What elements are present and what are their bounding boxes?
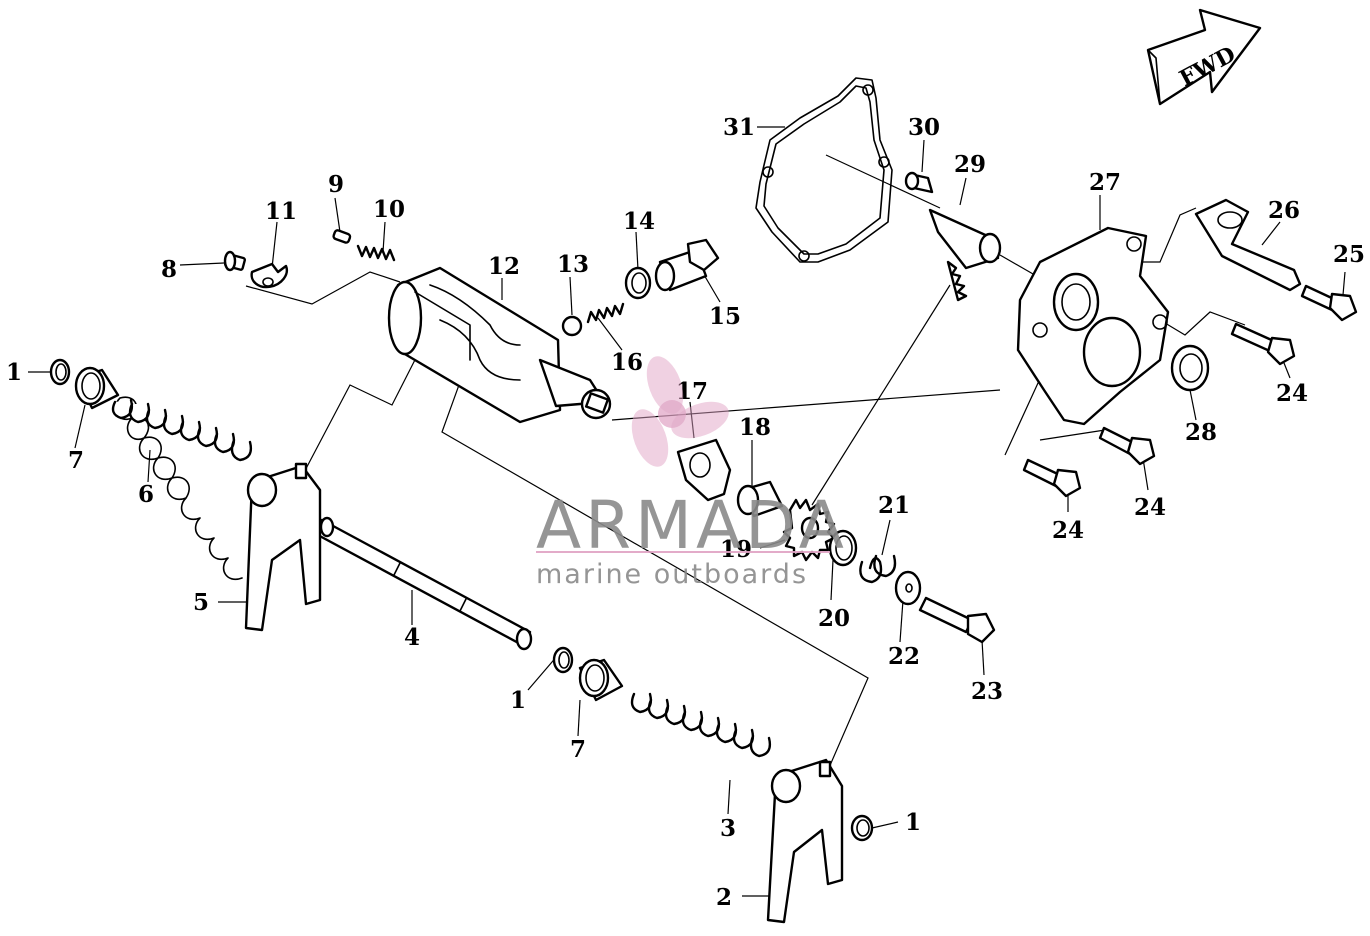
callout-26: 26 <box>1268 197 1300 224</box>
callout-31: 31 <box>723 114 755 141</box>
leader-lines <box>28 126 1346 897</box>
spring-16-part <box>586 302 625 324</box>
callout-1: 1 <box>510 687 526 714</box>
bolt-25-part <box>1300 284 1358 322</box>
callout-3: 3 <box>720 815 736 842</box>
callout-15: 15 <box>709 303 741 330</box>
callout-9: 9 <box>328 171 344 198</box>
bolt-24a-part <box>1230 322 1296 366</box>
washer-20-part <box>828 529 858 567</box>
washer-14-part <box>624 266 652 300</box>
callout-24: 24 <box>1052 517 1084 544</box>
ball-part <box>561 315 583 337</box>
callout-7: 7 <box>68 447 84 474</box>
oil-seal-part <box>1170 344 1210 392</box>
shift-shaft-part <box>928 208 1002 302</box>
bushing-left-part <box>74 366 120 410</box>
shift-lever-part <box>1194 198 1302 292</box>
callout-13: 13 <box>557 251 589 278</box>
brand-watermark: ARMADA marine outboards <box>536 356 844 590</box>
spring-left-coils <box>111 398 253 462</box>
fork-shaft-part <box>312 516 533 651</box>
washer-22-part <box>894 570 922 606</box>
callout-25: 25 <box>1333 241 1365 268</box>
callout-6: 6 <box>138 481 154 508</box>
callout-23: 23 <box>971 678 1003 705</box>
callout-24: 24 <box>1276 380 1308 407</box>
callout-numbers: 1 1 1 2 3 4 5 6 7 7 8 9 10 11 12 13 14 1… <box>6 114 1365 911</box>
callout-4: 4 <box>404 624 420 651</box>
callout-30: 30 <box>908 114 940 141</box>
callout-16: 16 <box>611 349 643 376</box>
collar-18-part <box>736 480 784 518</box>
shift-fork-right-part <box>766 758 844 924</box>
callout-29: 29 <box>954 151 986 178</box>
pin-part <box>332 229 352 244</box>
propeller-logo <box>631 356 729 467</box>
callout-2: 2 <box>716 884 732 911</box>
callout-10: 10 <box>373 196 405 223</box>
bushing-middle-part <box>578 658 624 702</box>
callout-20: 20 <box>818 605 850 632</box>
spring-right-part <box>630 692 772 758</box>
callout-11: 11 <box>265 198 297 225</box>
shift-fork-left-part <box>244 462 322 632</box>
washer-plate-part <box>250 262 288 289</box>
gasket-part <box>755 77 893 263</box>
callout-18: 18 <box>739 414 771 441</box>
screw-part <box>223 250 246 272</box>
callout-27: 27 <box>1089 169 1121 196</box>
callout-19: 19 <box>720 536 752 563</box>
callout-24: 24 <box>1134 494 1166 521</box>
forward-direction-arrow: FWD <box>1146 8 1262 106</box>
bolt-24b-part <box>1098 426 1156 466</box>
spring-small-part <box>356 244 396 262</box>
brand-tagline: marine outboards <box>536 559 808 590</box>
bolt-24c-part <box>1022 458 1082 498</box>
gearshift-cover-part <box>1016 226 1170 426</box>
callout-5: 5 <box>193 589 209 616</box>
circlip-middle-part <box>552 646 574 674</box>
callout-7: 7 <box>570 736 586 763</box>
callout-21: 21 <box>878 492 910 519</box>
plug-bolt-part <box>654 238 720 292</box>
gear-19-part <box>782 498 836 562</box>
circlip-right-part <box>850 814 874 842</box>
callout-22: 22 <box>888 643 920 670</box>
dowel-pin-part <box>904 171 934 194</box>
callout-17: 17 <box>676 378 708 405</box>
callout-1: 1 <box>6 359 22 386</box>
callout-14: 14 <box>623 208 655 235</box>
circlip-left-part <box>49 358 71 386</box>
callout-12: 12 <box>488 253 520 280</box>
cam-plate-part <box>676 438 732 502</box>
bolt-23-part <box>918 596 996 644</box>
callout-8: 8 <box>161 256 177 283</box>
shift-drum-part <box>387 266 612 424</box>
callout-1: 1 <box>905 809 921 836</box>
spring-21-part <box>859 554 897 584</box>
callout-28: 28 <box>1185 419 1217 446</box>
